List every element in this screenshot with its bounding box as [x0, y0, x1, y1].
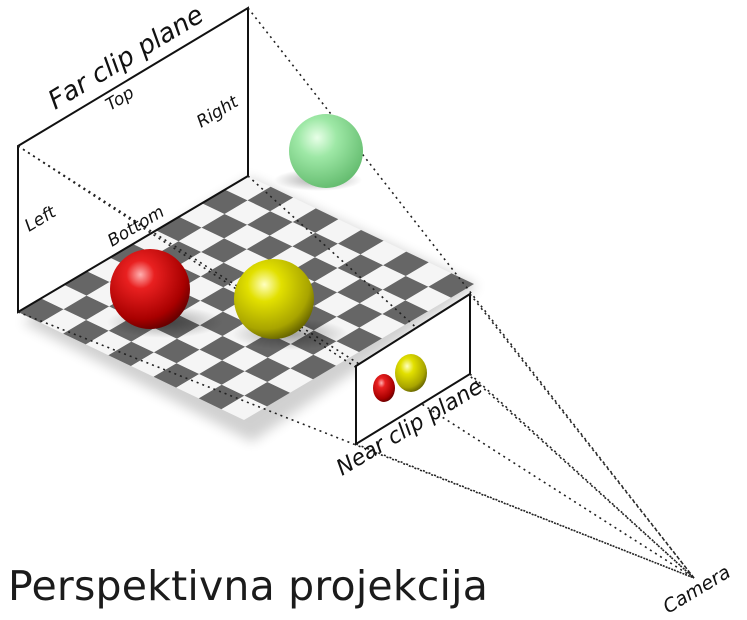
- top-label: Top: [102, 83, 138, 115]
- frustum-lines-front: [355, 293, 695, 579]
- floor-tile: [63, 295, 110, 320]
- floor-tile: [154, 338, 200, 364]
- floor-tile: [224, 224, 270, 250]
- floor-tile: [200, 262, 247, 288]
- floor-tile: [405, 286, 451, 312]
- floor-tile: [336, 303, 383, 328]
- floor-tile: [247, 211, 293, 236]
- floor-tile: [338, 230, 384, 255]
- floor-tile: [337, 278, 383, 304]
- floor-tile: [133, 230, 179, 255]
- floor-tile: [85, 330, 132, 356]
- floor-tile: [202, 189, 248, 214]
- near-red-sphere-projection: [373, 374, 395, 402]
- floor-tile: [64, 271, 110, 296]
- floor-tile: [313, 341, 359, 366]
- floor-tile: [201, 238, 247, 263]
- floor-tile: [267, 344, 314, 369]
- near-yellow-sphere-projection: [395, 354, 427, 392]
- floor-tile: [315, 219, 361, 244]
- floor-tile: [224, 200, 271, 225]
- floor-tile: [315, 243, 361, 268]
- floor-tile: [360, 265, 406, 290]
- floor-tile: [292, 232, 338, 258]
- floor-tile: [179, 203, 225, 228]
- right-label: Right: [193, 91, 243, 132]
- floor-tile: [156, 216, 202, 242]
- caption: Perspektivna projekcija: [8, 562, 489, 610]
- floor-tile: [223, 249, 270, 274]
- floor-tile: [405, 262, 452, 287]
- floor-tile: [201, 214, 248, 239]
- floor-tile: [382, 276, 429, 301]
- floor-tile: [176, 374, 222, 399]
- floor-tile: [383, 251, 429, 276]
- floor-tile: [178, 252, 224, 277]
- floor-tile: [359, 314, 405, 339]
- floor-tile: [63, 320, 109, 345]
- floor-tile: [244, 357, 291, 382]
- red-sphere: [110, 249, 190, 329]
- yellow-sphere: [234, 259, 314, 339]
- floor-tile: [41, 284, 87, 310]
- floor-tile: [247, 186, 294, 212]
- left-label: Left: [21, 202, 60, 237]
- floor-tile: [359, 289, 406, 314]
- floor-tile: [269, 222, 316, 247]
- floor-tile: [198, 384, 245, 410]
- floor-tile: [290, 354, 336, 380]
- floor-tile: [246, 235, 293, 260]
- floor-tile: [267, 368, 313, 393]
- floor-tile: [199, 336, 246, 361]
- floor-tile: [382, 300, 428, 325]
- green-sphere: [289, 114, 363, 188]
- checkered-floor: [18, 176, 474, 420]
- floor-tile: [176, 349, 223, 374]
- floor-tile: [221, 395, 267, 420]
- floor-tile: [153, 363, 200, 388]
- floor-tile: [178, 227, 225, 252]
- floor-tile: [336, 327, 382, 352]
- floor-tile: [221, 371, 268, 396]
- floor-tile: [292, 208, 339, 233]
- floor-tile: [40, 309, 87, 334]
- floor-tile: [337, 254, 384, 279]
- floor-tile: [199, 360, 245, 385]
- camera-label: Camera: [659, 561, 734, 618]
- floor-tile: [108, 341, 154, 366]
- floor-tile: [270, 197, 316, 222]
- floor-tile: [314, 268, 361, 293]
- floor-tile: [428, 273, 474, 298]
- floor-tile: [314, 292, 360, 317]
- floor-tile: [244, 382, 290, 407]
- floor-tile: [360, 240, 407, 266]
- floor-tile: [225, 176, 271, 201]
- floor-tile: [222, 346, 268, 372]
